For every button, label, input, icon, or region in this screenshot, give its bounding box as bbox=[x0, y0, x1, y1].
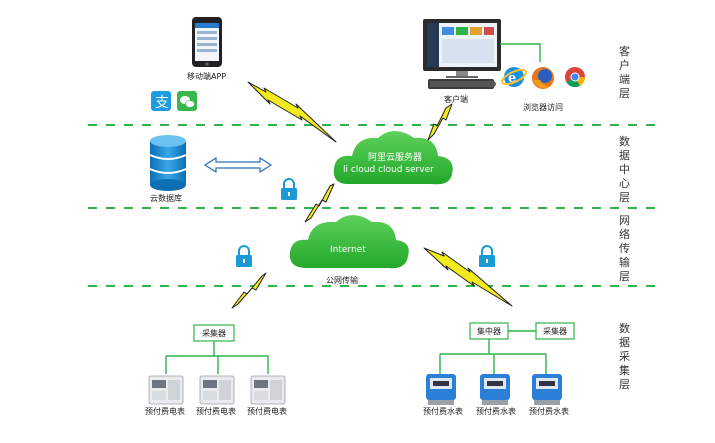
client-pc-label: 客户端 bbox=[444, 94, 468, 104]
lock-icon bbox=[479, 245, 495, 267]
svg-text:心: 心 bbox=[619, 177, 630, 190]
svg-text:层: 层 bbox=[619, 378, 630, 391]
lightning-bolt-icon bbox=[304, 183, 335, 223]
svg-text:输: 输 bbox=[619, 255, 630, 269]
concentrator-label: 集中器 bbox=[477, 326, 501, 336]
mobile-phone-icon bbox=[192, 17, 222, 67]
lock-icon bbox=[281, 178, 297, 200]
double-arrow-icon bbox=[203, 156, 273, 174]
electric-meter-icon bbox=[148, 375, 184, 405]
cloud-db-label: 云数据库 bbox=[150, 193, 182, 203]
lock-icon bbox=[236, 245, 252, 267]
svg-text:层: 层 bbox=[619, 87, 630, 100]
database-icon bbox=[149, 135, 187, 191]
layer-label-network: 网 络 传 输 层 bbox=[619, 214, 630, 283]
svg-text:数: 数 bbox=[619, 322, 630, 335]
lightning-bolt-icon bbox=[423, 247, 513, 307]
svg-text:数: 数 bbox=[619, 135, 630, 148]
svg-text:e: e bbox=[508, 71, 516, 86]
electric-meter-label: 预付费电表 bbox=[196, 406, 236, 416]
internet-cloud-title: Internet bbox=[330, 245, 366, 255]
layer-label-collect: 数 据 采 集 层 bbox=[619, 322, 630, 391]
water-meter-label: 预付费水表 bbox=[529, 406, 569, 416]
firefox-icon bbox=[532, 67, 554, 89]
chrome-icon bbox=[565, 67, 586, 88]
wechat-icon bbox=[177, 91, 197, 111]
svg-text:据: 据 bbox=[619, 148, 630, 162]
aliyun-cloud-title: 阿里云服务器 bbox=[368, 151, 422, 163]
water-meter-icon bbox=[426, 374, 456, 405]
svg-text:端: 端 bbox=[619, 73, 630, 86]
svg-text:集: 集 bbox=[619, 363, 630, 377]
collector-right-label: 采集器 bbox=[543, 326, 567, 336]
svg-text:采: 采 bbox=[619, 350, 630, 363]
svg-text:层: 层 bbox=[619, 270, 630, 283]
lightning-bolt-icon bbox=[427, 103, 453, 141]
svg-text:传: 传 bbox=[619, 242, 630, 255]
electric-meter-label: 预付费电表 bbox=[247, 406, 287, 416]
desktop-computer-icon bbox=[423, 19, 501, 89]
water-meter-icon bbox=[480, 374, 510, 405]
water-meter-label: 预付费水表 bbox=[423, 406, 463, 416]
aliyun-cloud-icon bbox=[333, 131, 453, 185]
layer-label-datacenter: 数 据 中 心 层 bbox=[619, 135, 630, 204]
svg-text:层: 层 bbox=[619, 191, 630, 204]
collector-left-label: 采集器 bbox=[202, 328, 226, 338]
svg-text:支: 支 bbox=[155, 95, 169, 111]
svg-text:络: 络 bbox=[619, 227, 630, 241]
electric-meter-icon bbox=[250, 375, 286, 405]
svg-text:据: 据 bbox=[619, 335, 630, 349]
aliyun-cloud-subtitle: li cloud cloud server bbox=[343, 165, 434, 175]
svg-text:中: 中 bbox=[619, 163, 630, 176]
alipay-icon: 支 bbox=[151, 91, 171, 111]
water-meter-icon bbox=[532, 374, 562, 405]
pc-browser-connector bbox=[500, 43, 541, 62]
public-network-label: 公网传输 bbox=[326, 275, 358, 285]
electric-meter-label: 预付费电表 bbox=[145, 406, 185, 416]
electric-meter-icon bbox=[199, 375, 235, 405]
browser-access-label: 浏览器访问 bbox=[523, 102, 563, 112]
svg-text:网: 网 bbox=[619, 214, 630, 227]
water-meter-label: 预付费水表 bbox=[476, 406, 516, 416]
mobile-app-label: 移动端APP bbox=[187, 71, 226, 81]
internet-cloud-icon bbox=[289, 215, 409, 269]
ie-icon: e bbox=[501, 67, 527, 87]
svg-text:户: 户 bbox=[619, 58, 630, 72]
lightning-bolt-icon bbox=[247, 81, 337, 143]
lightning-bolt-icon bbox=[231, 272, 267, 309]
layer-label-client: 客 户 端 层 bbox=[619, 44, 630, 100]
svg-text:客: 客 bbox=[619, 44, 630, 58]
